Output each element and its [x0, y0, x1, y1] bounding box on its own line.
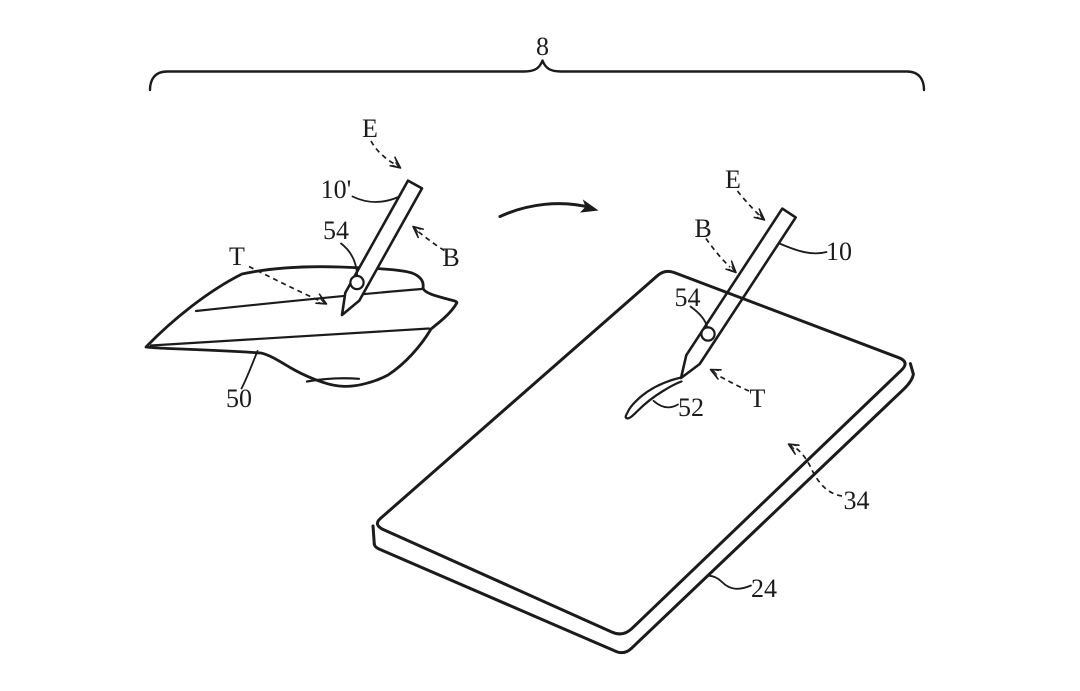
leader-50	[240, 350, 259, 390]
left-figure: E 10' 54 B T 50	[144, 114, 460, 413]
leader-t-right	[716, 373, 750, 392]
tablet-bottom-right-edge	[630, 362, 915, 650]
drawn-stroke	[624, 376, 683, 420]
leader-10-prime	[351, 195, 401, 203]
label-e-left: E	[362, 114, 378, 143]
label-10-prime: 10'	[321, 175, 352, 204]
label-24: 24	[751, 574, 777, 603]
assembly-brace: 8	[148, 32, 926, 92]
label-b-right: B	[694, 214, 711, 243]
leader-54-left	[340, 242, 359, 277]
leader-t-left	[248, 265, 320, 302]
label-10: 10	[826, 237, 852, 266]
arrowhead-e-right	[752, 208, 769, 225]
leader-e-left	[370, 140, 397, 166]
leader-10	[778, 242, 828, 255]
label-34: 34	[844, 486, 870, 515]
arrowhead-e-left	[388, 156, 405, 173]
transition-arrow	[498, 199, 599, 218]
sheet-bottom-fold	[305, 377, 361, 383]
tablet-bottom-left-edge	[372, 542, 633, 655]
left-stylus-ring	[349, 274, 365, 291]
label-54-left: 54	[323, 216, 349, 245]
label-assembly-8: 8	[536, 32, 549, 61]
transition-arrow-shaft	[498, 202, 592, 218]
leader-34	[793, 445, 843, 497]
label-t-right: T	[750, 384, 766, 413]
right-figure: E B 10 54 T 52 34 24	[371, 165, 915, 655]
label-b-left: B	[442, 243, 459, 272]
tablet-left-corner-edge	[371, 524, 376, 546]
label-t-left: T	[229, 242, 245, 271]
leader-e-right	[736, 190, 761, 217]
leader-52	[652, 399, 679, 409]
sheet-fold-line-upper	[194, 287, 424, 313]
label-e-right: E	[725, 165, 741, 194]
brace-curve	[148, 59, 926, 92]
transition-arrowhead	[579, 199, 599, 213]
leader-b-left	[417, 230, 445, 252]
arrowhead-b-right	[724, 260, 741, 277]
paper-sheet	[144, 265, 459, 388]
label-52: 52	[678, 393, 704, 422]
tablet-top-surface	[375, 269, 907, 636]
label-50: 50	[226, 384, 252, 413]
sheet-fold-line-lower	[149, 327, 431, 347]
right-stylus-ring	[700, 326, 716, 342]
leader-b-right	[705, 238, 731, 268]
leader-24	[708, 574, 752, 590]
leader-54-right	[689, 305, 709, 329]
label-54-right: 54	[675, 283, 701, 312]
